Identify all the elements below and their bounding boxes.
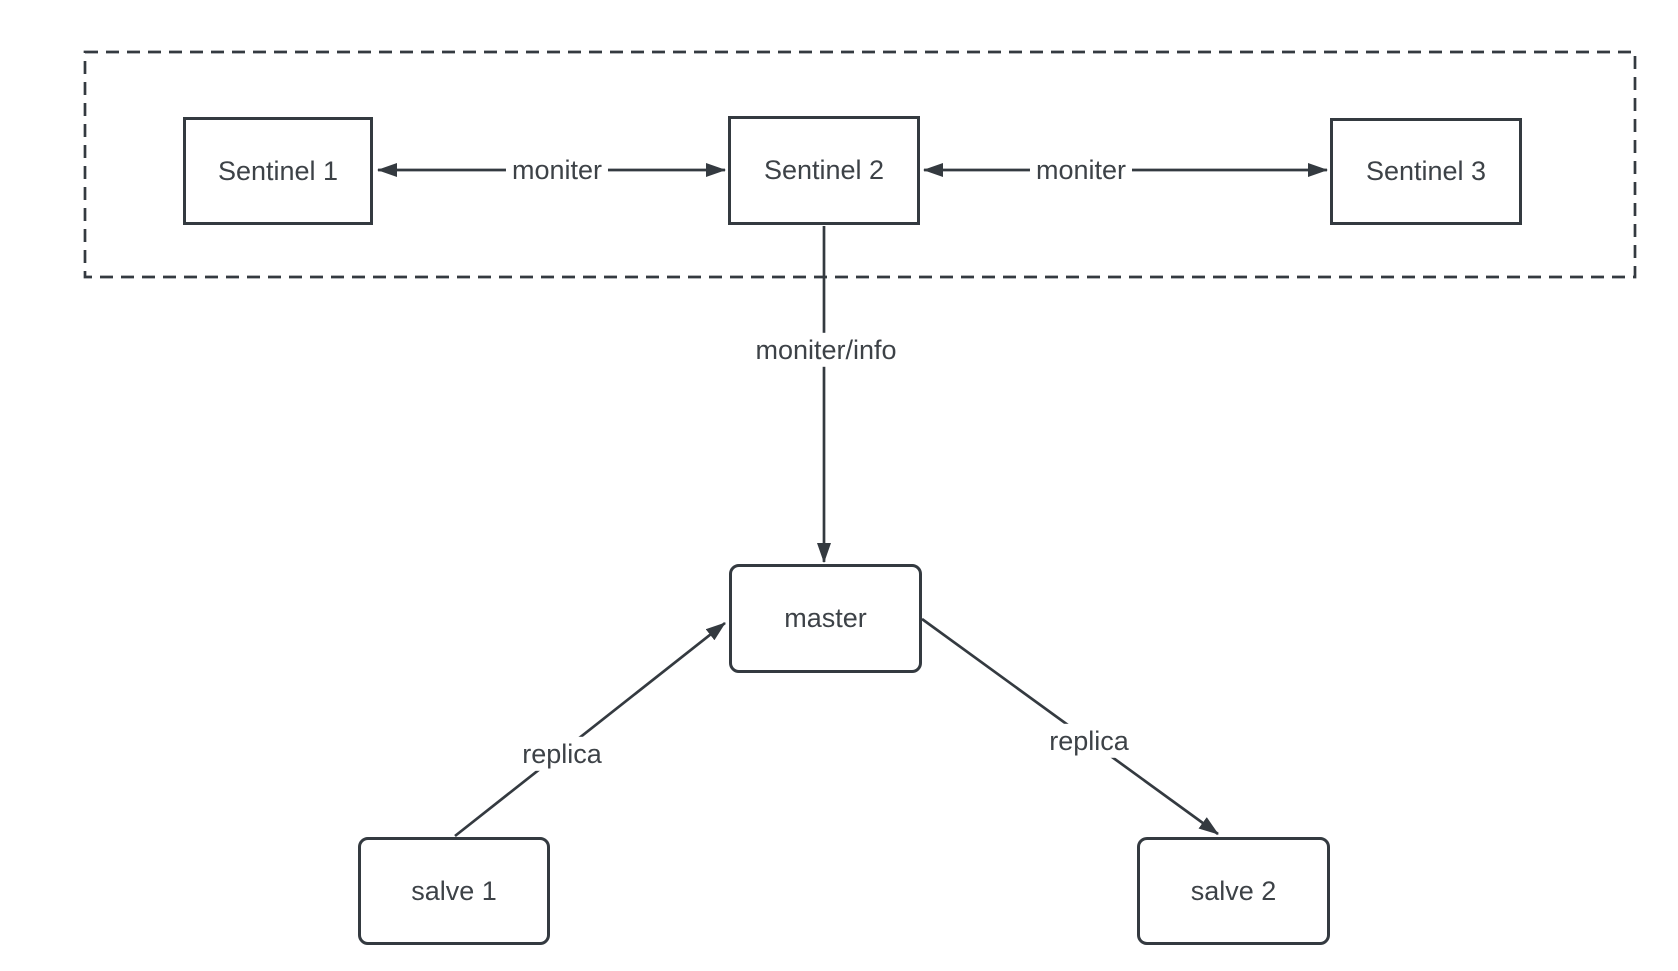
edge-label-replica-left: replica [516, 736, 608, 772]
node-sentinel-3: Sentinel 3 [1330, 118, 1522, 225]
node-master: master [729, 564, 922, 673]
edge-label-replica-right: replica [1043, 723, 1135, 759]
edge-label-moniter-right: moniter [1029, 152, 1133, 188]
node-sentinel-2: Sentinel 2 [728, 116, 920, 225]
node-sentinel-1-label: Sentinel 1 [217, 155, 339, 186]
sentinel-cluster-boundary [83, 50, 1637, 279]
edge-label-moniter-left: moniter [505, 152, 609, 188]
node-salve-1: salve 1 [358, 837, 550, 945]
node-salve-2-label: salve 2 [1190, 875, 1277, 906]
node-sentinel-3-label: Sentinel 3 [1365, 156, 1487, 186]
node-master-label: master [784, 603, 867, 633]
node-salve-1-label: salve 1 [411, 875, 497, 906]
node-sentinel-2-label: Sentinel 2 [763, 155, 885, 185]
node-sentinel-1: Sentinel 1 [183, 117, 373, 225]
edge-label-moniter-info: moniter/info [749, 332, 903, 368]
node-salve-2: salve 2 [1137, 837, 1330, 945]
edge-replica-left-line [454, 621, 726, 838]
